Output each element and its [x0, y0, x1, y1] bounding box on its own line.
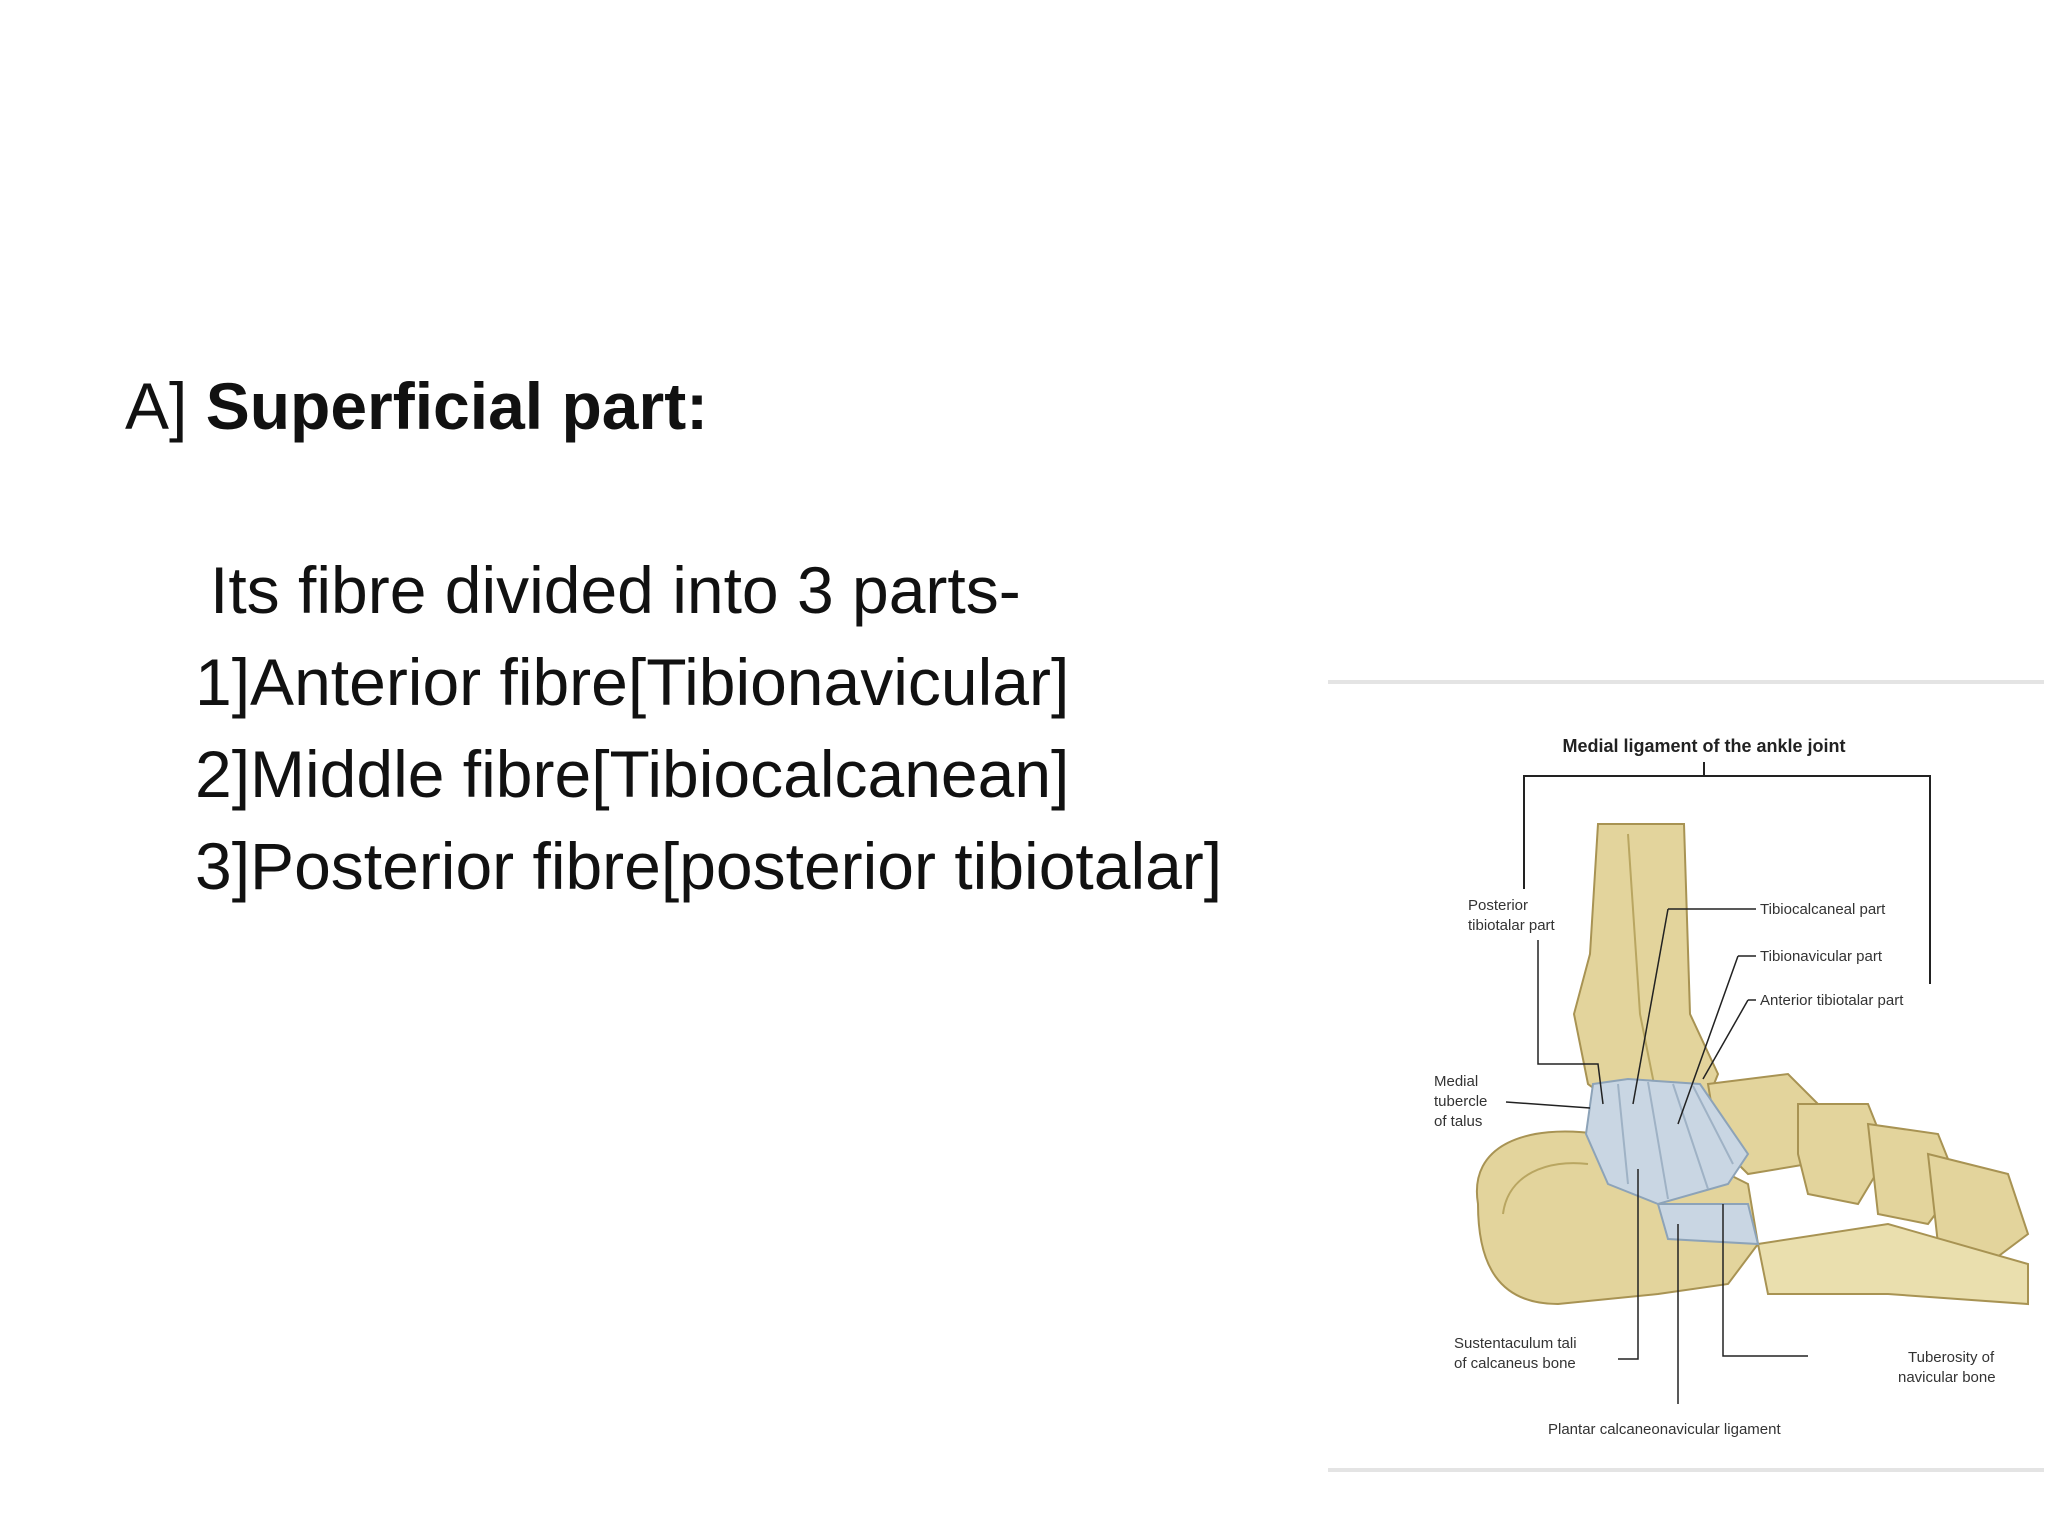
- intro-line: Its fibre divided into 3 parts-: [210, 553, 1021, 627]
- figure-label: Sustentaculum tali: [1454, 1335, 1577, 1352]
- ankle-illustration: Medial ligament of the ankle joint Poste…: [1434, 736, 2030, 1438]
- figure-label: Posterior: [1468, 897, 1528, 914]
- heading-bold: Superficial part:: [205, 369, 709, 443]
- figure-label: Medial: [1434, 1073, 1478, 1090]
- figure-label: of talus: [1434, 1113, 1482, 1130]
- title-bracket: [1523, 775, 1931, 984]
- figure-label: Tuberosity of: [1908, 1349, 1995, 1366]
- figure-label: navicular bone: [1898, 1369, 1996, 1386]
- list-item: 2]Middle fibre[Tibiocalcanean]: [195, 737, 1070, 811]
- figure-label: tubercle: [1434, 1093, 1487, 1110]
- list-item: 3]Posterior fibre[posterior tibiotalar]: [195, 829, 1223, 903]
- figure-label: Tibiocalcaneal part: [1760, 901, 1886, 918]
- figure-label: Anterior tibiotalar part: [1760, 992, 1904, 1009]
- heading-prefix: A]: [125, 369, 188, 443]
- section-heading: A] Superficial part:: [125, 360, 1345, 452]
- figure-label: of calcaneus bone: [1454, 1355, 1576, 1372]
- figure-label: Plantar calcaneonavicular ligament: [1548, 1421, 1781, 1438]
- list-item: 1]Anterior fibre[Tibionavicular]: [195, 645, 1070, 719]
- navicular-bone: [1797, 1103, 1890, 1206]
- figure-title: Medial ligament of the ankle joint: [1562, 736, 1845, 756]
- slide-text: A] Superficial part: Its fibre divided i…: [125, 360, 1345, 912]
- ankle-ligament-figure: Medial ligament of the ankle joint Poste…: [1328, 680, 2044, 1472]
- figure-label: tibiotalar part: [1468, 917, 1556, 934]
- tibia-bone: [1572, 823, 1720, 1126]
- figure-label: Tibionavicular part: [1760, 948, 1883, 965]
